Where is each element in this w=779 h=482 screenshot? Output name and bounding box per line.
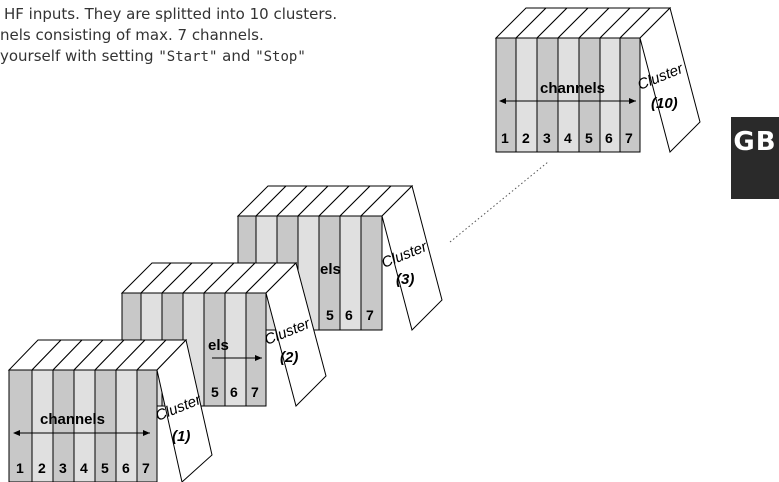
cluster-1-ch2: 2 bbox=[38, 460, 46, 476]
cluster-1-channels-label: channels bbox=[40, 411, 105, 428]
cluster-1-ch4: 4 bbox=[80, 460, 88, 476]
intro-start-keyword: "Start" bbox=[158, 49, 218, 65]
cluster-3-ch5: 5 bbox=[326, 307, 334, 323]
cluster-3-channels-fragment: els bbox=[320, 261, 341, 278]
cluster-3: Cluster (3) els 5 6 7 bbox=[236, 185, 443, 331]
cluster-10-ch6: 6 bbox=[605, 130, 613, 146]
cluster-1-ch6: 6 bbox=[122, 460, 130, 476]
cluster-10-ch5: 5 bbox=[585, 130, 593, 146]
cluster-1: channels Cluster (1) 1 2 3 4 5 6 7 bbox=[7, 338, 213, 482]
cluster-3-number: (3) bbox=[396, 271, 414, 288]
cluster-2: Cluster (2) els 5 6 7 bbox=[120, 262, 327, 407]
cluster-10-ch7: 7 bbox=[625, 130, 633, 146]
cluster-10-ch2: 2 bbox=[522, 130, 530, 146]
cluster-2-number: (2) bbox=[280, 349, 298, 366]
cluster-2-channels-fragment: els bbox=[208, 337, 229, 354]
cluster-10-number: (10) bbox=[651, 95, 678, 112]
cluster-10-ch3: 3 bbox=[543, 130, 551, 146]
cluster-10-ch4: 4 bbox=[564, 130, 572, 146]
intro-stop-keyword: "Stop" bbox=[255, 49, 306, 65]
cluster-2-ch5: 5 bbox=[211, 384, 219, 400]
cluster-2-ch7: 7 bbox=[251, 384, 259, 400]
continuation-dots bbox=[449, 161, 549, 243]
cluster-1-ch7: 7 bbox=[142, 460, 150, 476]
intro-line-2: nels consisting of max. 7 channels. bbox=[0, 26, 264, 44]
cluster-2-ch6: 6 bbox=[230, 384, 238, 400]
cluster-10-channels-label: channels bbox=[540, 80, 605, 97]
cluster-3-ch6: 6 bbox=[345, 307, 353, 323]
cluster-3-ch7: 7 bbox=[366, 307, 374, 323]
cluster-10-ch1: 1 bbox=[501, 130, 509, 146]
intro-line-3-prefix: yourself with setting bbox=[0, 47, 154, 65]
cluster-1-ch3: 3 bbox=[59, 460, 67, 476]
cluster-1-number: (1) bbox=[172, 428, 190, 445]
intro-line-1: HF inputs. They are splitted into 10 clu… bbox=[4, 5, 338, 23]
language-tab-gb: GB bbox=[731, 117, 779, 199]
intro-and: and bbox=[222, 47, 251, 65]
cluster-1-ch1: 1 bbox=[16, 460, 24, 476]
cluster-1-ch5: 5 bbox=[101, 460, 109, 476]
cluster-10: channels Cluster (10) 1 2 3 4 5 6 7 bbox=[494, 7, 701, 153]
intro-line-3: yourself with setting "Start" and "Stop" bbox=[0, 46, 306, 68]
